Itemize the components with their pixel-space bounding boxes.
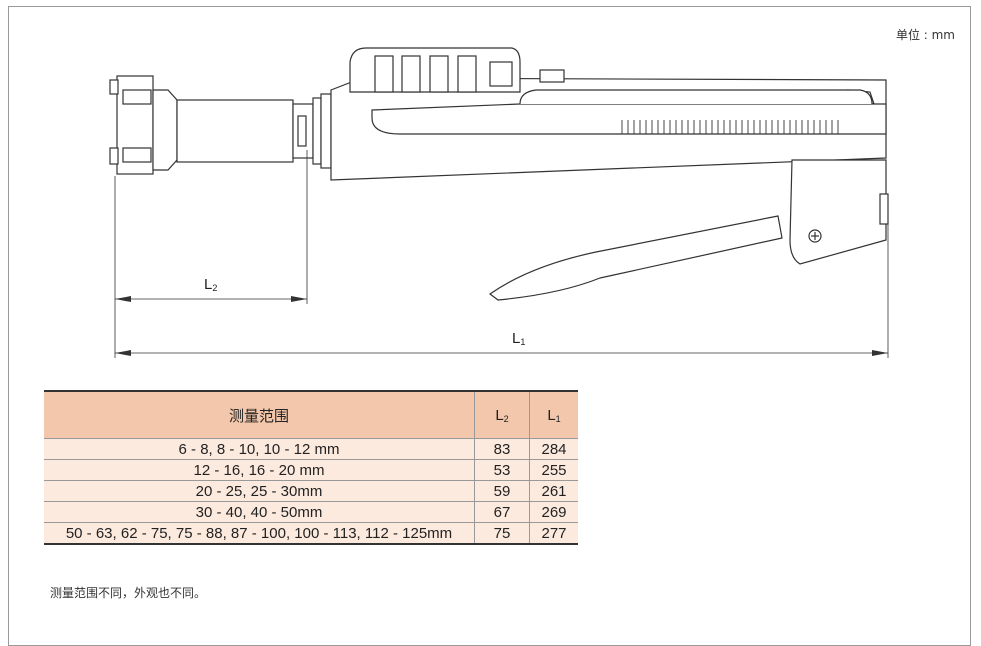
lever-arm xyxy=(488,215,783,301)
header-range: 测量范围 xyxy=(44,390,475,439)
cell-range: 12 - 16, 16 - 20 mm xyxy=(44,459,475,481)
table-row: 30 - 40, 40 - 50mm 67 269 xyxy=(44,501,578,523)
cell-l2: 75 xyxy=(474,522,530,545)
footnote: 测量范围不同，外观也不同。 xyxy=(50,586,207,600)
micrometer-drawing xyxy=(109,47,889,358)
dimension-label-l1: L1 xyxy=(512,330,526,347)
cell-l1: 261 xyxy=(529,480,578,502)
header-l1: L1 xyxy=(529,390,578,439)
header-l2: L2 xyxy=(474,390,530,439)
cell-range: 50 - 63, 62 - 75, 75 - 88, 87 - 100, 100… xyxy=(44,522,475,545)
cell-l1: 277 xyxy=(529,522,578,545)
table-row: 50 - 63, 62 - 75, 75 - 88, 87 - 100, 100… xyxy=(44,522,578,545)
arrow-l1-right xyxy=(872,350,888,356)
extension-rod xyxy=(176,99,294,163)
cell-range: 6 - 8, 8 - 10, 10 - 12 mm xyxy=(44,438,475,460)
table-header-row: 测量范围 L2 L1 xyxy=(44,390,578,439)
arrow-l2-right xyxy=(291,296,307,302)
unit-label: 单位 : mm xyxy=(895,28,955,42)
table-row: 20 - 25, 25 - 30mm 59 261 xyxy=(44,480,578,502)
arrow-l1-left xyxy=(115,350,131,356)
cell-l1: 269 xyxy=(529,501,578,523)
table-row: 12 - 16, 16 - 20 mm 53 255 xyxy=(44,459,578,481)
cell-l2: 53 xyxy=(474,459,530,481)
head-taper xyxy=(152,89,178,171)
table-row: 6 - 8, 8 - 10, 10 - 12 mm 83 284 xyxy=(44,438,578,460)
cell-l2: 83 xyxy=(474,438,530,460)
cell-l2: 59 xyxy=(474,480,530,502)
cell-range: 30 - 40, 40 - 50mm xyxy=(44,501,475,523)
screw-icon xyxy=(808,229,822,243)
cell-l2: 67 xyxy=(474,501,530,523)
cell-l1: 284 xyxy=(529,438,578,460)
handle xyxy=(789,159,887,265)
dimension-label-l2: L2 xyxy=(204,276,218,293)
cell-range: 20 - 25, 25 - 30mm xyxy=(44,480,475,502)
spec-table: 测量范围 L2 L1 6 - 8, 8 - 10, 10 - 12 mm 83 … xyxy=(44,390,578,545)
cell-l1: 255 xyxy=(529,459,578,481)
arrow-l2-left xyxy=(115,296,131,302)
